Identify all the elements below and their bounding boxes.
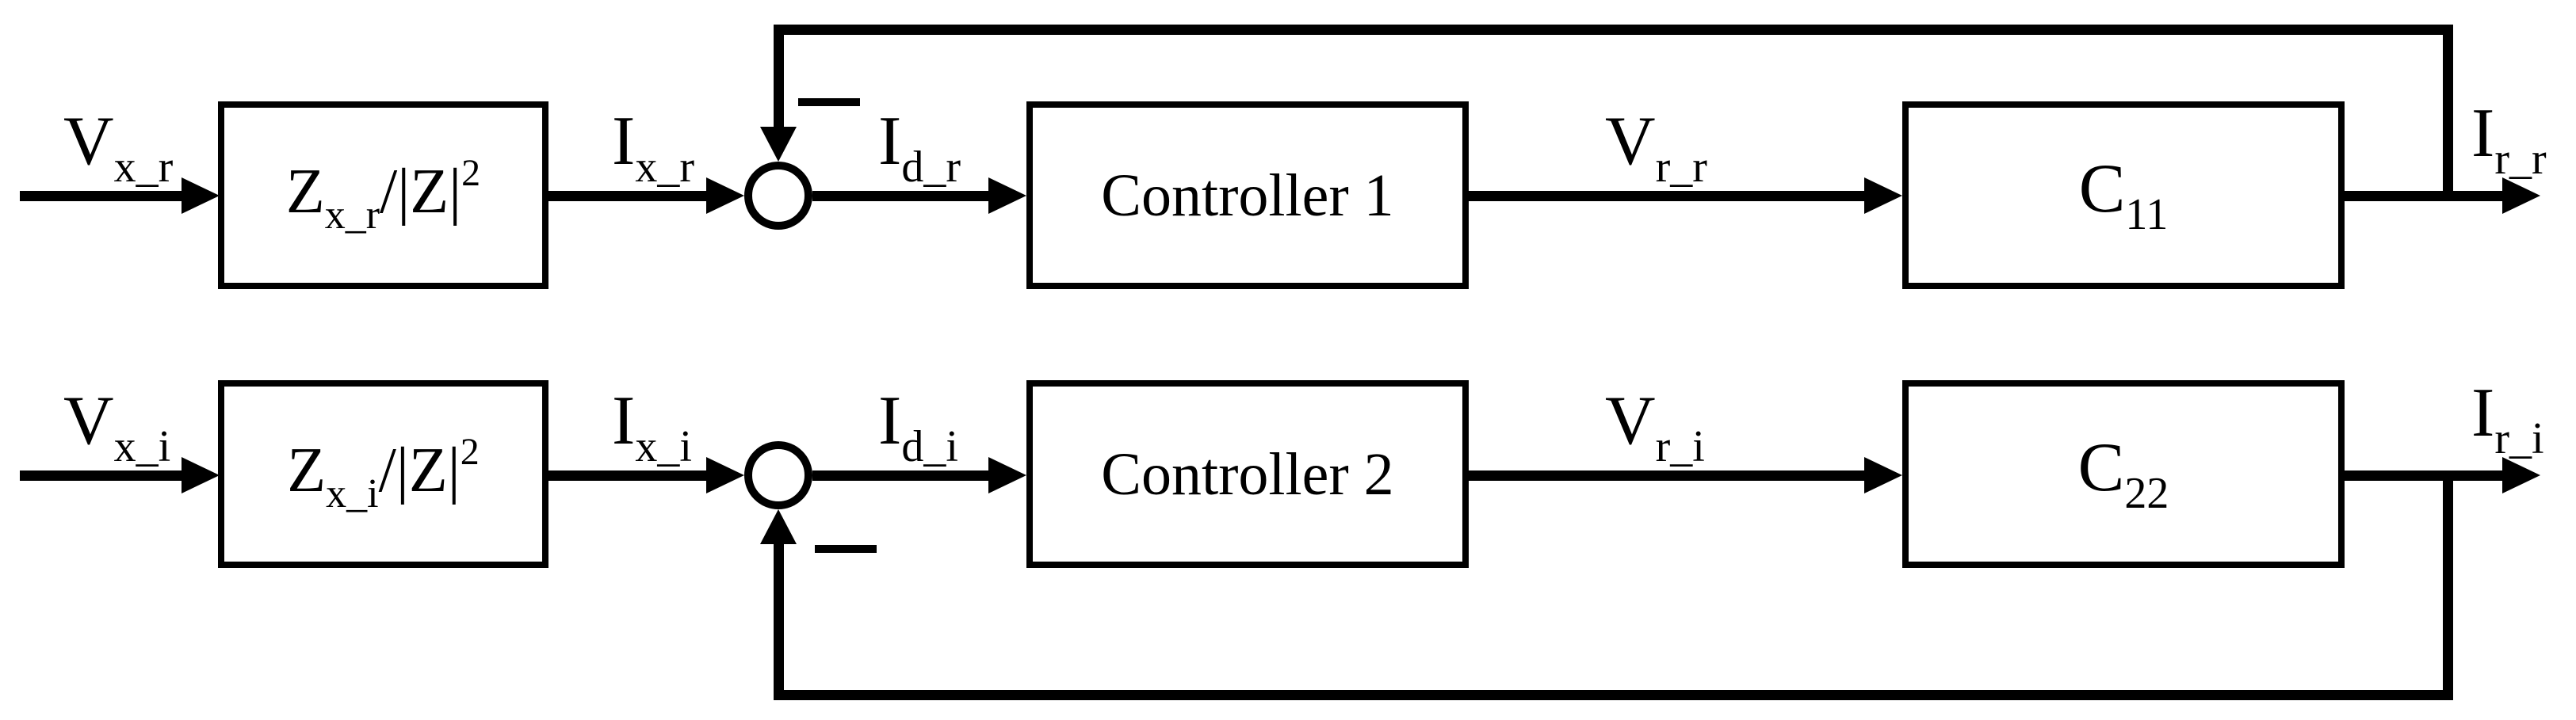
label-vxi: Vx_i	[63, 383, 171, 471]
arrowhead-into-z1-icon	[182, 177, 220, 214]
arrowhead-into-sum-bottom-icon	[706, 457, 744, 493]
arrowhead-output-top-icon	[2502, 177, 2540, 214]
line-controller2-to-c22	[1469, 470, 1865, 481]
label-vxr: Vx_r	[63, 103, 174, 192]
line-output-top	[2345, 191, 2503, 201]
arrowhead-into-c11-icon	[1864, 177, 1902, 214]
summing-junction-top	[744, 162, 812, 230]
minus-sign-bottom	[815, 545, 877, 553]
feedback-tap-bottom	[2443, 475, 2453, 700]
arrowhead-feedback-top-icon	[760, 127, 797, 162]
arrowhead-into-z2-icon	[182, 457, 220, 493]
block-c11-label: C11	[2078, 150, 2169, 239]
block-z-x-r: Zx_r/|Z|2	[218, 101, 548, 289]
line-sum-to-controller2	[812, 470, 989, 481]
arrowhead-into-sum-top-icon	[706, 177, 744, 214]
label-ixr: Ix_r	[612, 103, 694, 192]
feedback-riser-top-left	[774, 25, 784, 129]
arrowhead-into-controller1-icon	[988, 177, 1026, 214]
arrowhead-into-controller2-icon	[988, 457, 1026, 493]
feedback-line-bottom	[774, 690, 2453, 700]
block-controller2-label: Controller 2	[1101, 440, 1394, 508]
arrowhead-into-c22-icon	[1864, 457, 1902, 493]
block-z-x-i: Zx_i/|Z|2	[218, 380, 548, 568]
block-controller2: Controller 2	[1026, 380, 1469, 568]
line-controller1-to-c11	[1469, 191, 1865, 201]
block-c22: C22	[1902, 380, 2345, 568]
label-iri: Ir_i	[2471, 375, 2544, 463]
label-ixi: Ix_i	[612, 383, 692, 471]
line-z1-to-sum	[548, 191, 707, 201]
label-vri: Vr_i	[1605, 383, 1705, 471]
line-z2-to-sum	[548, 470, 707, 481]
label-idr: Id_r	[878, 103, 961, 192]
feedback-riser-bottom-left	[774, 541, 784, 700]
line-sum-to-controller1	[812, 191, 989, 201]
minus-sign-top	[798, 98, 860, 106]
label-irr: Ir_r	[2471, 95, 2547, 184]
summing-junction-bottom	[744, 441, 812, 509]
block-controller1-label: Controller 1	[1101, 162, 1394, 229]
line-output-bottom	[2345, 470, 2503, 481]
block-z-x-i-label: Zx_i/|Z|2	[287, 431, 480, 516]
block-c11: C11	[1902, 101, 2345, 289]
line-input-top	[20, 191, 182, 201]
block-c22-label: C22	[2077, 429, 2169, 518]
label-idi: Id_i	[878, 383, 958, 471]
block-controller1: Controller 1	[1026, 101, 1469, 289]
feedback-line-top	[774, 25, 2453, 35]
label-vrr: Vr_r	[1605, 103, 1707, 192]
line-input-bottom	[20, 470, 182, 481]
arrowhead-output-bottom-icon	[2502, 457, 2540, 493]
arrowhead-feedback-bottom-icon	[760, 509, 797, 544]
feedback-tap-top	[2443, 25, 2453, 201]
block-z-x-r-label: Zx_r/|Z|2	[285, 152, 481, 238]
